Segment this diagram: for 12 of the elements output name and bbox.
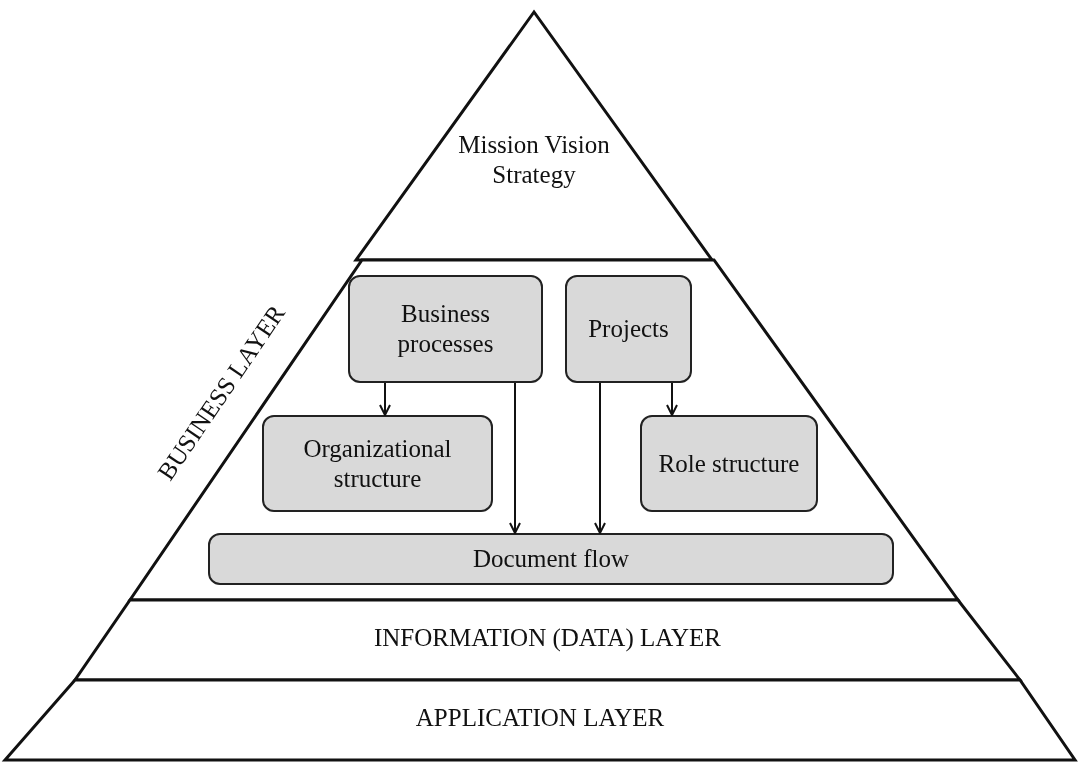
process-box: Role structure <box>640 415 818 512</box>
arrow <box>509 382 521 534</box>
arrow <box>594 382 606 534</box>
process-box: Projects <box>565 275 692 383</box>
arrow <box>666 382 678 416</box>
tier-label: APPLICATION LAYER <box>414 703 666 733</box>
tier-label: INFORMATION (DATA) LAYER <box>372 623 723 653</box>
process-box: Business processes <box>348 275 543 383</box>
process-box: Document flow <box>208 533 894 585</box>
arrow <box>379 382 391 416</box>
tier-label: Mission Vision Strategy <box>457 130 611 190</box>
process-box: Organizational structure <box>262 415 493 512</box>
